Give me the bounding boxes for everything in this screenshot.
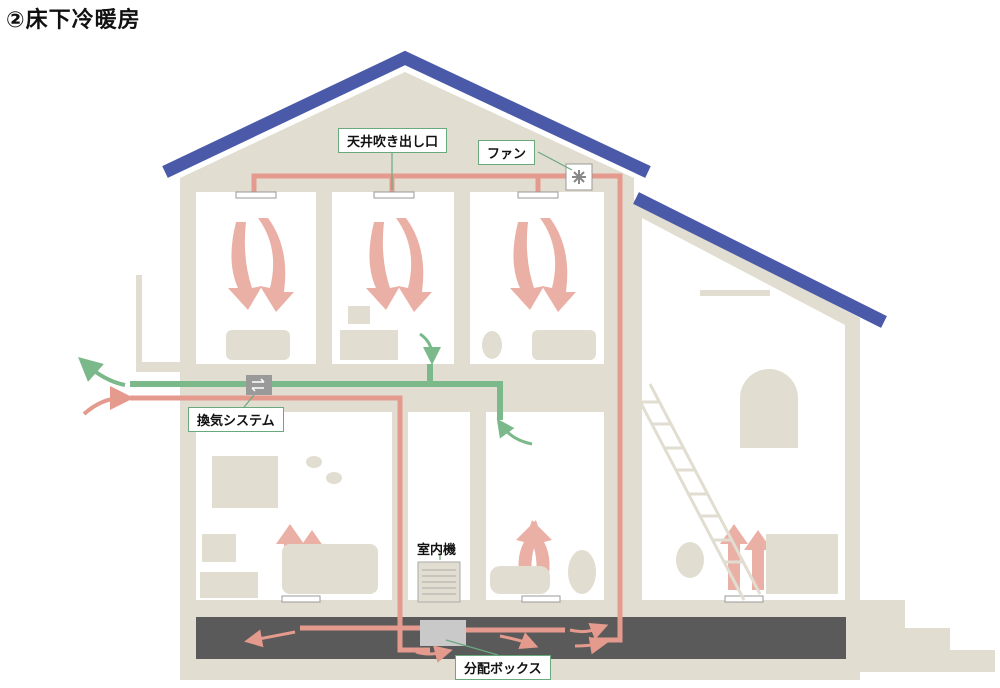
floor-outlet-2 [521,595,561,603]
annex-roof [633,192,887,328]
exhaust-arrow [78,357,126,387]
fan-label: ファン [478,140,536,165]
tv [202,534,236,562]
ceiling-outlet-1 [235,191,277,199]
monitor [348,306,370,324]
underfloor-airflow-arrows [244,622,609,663]
underfloor-plenum [196,617,846,659]
bed-right [532,330,596,360]
intake-arrow [82,386,134,416]
sofa [282,544,378,594]
lamp-2 [326,472,342,484]
downward-airflow-arrows [228,218,576,312]
dresser [766,534,838,594]
arched-window [740,369,798,448]
ceiling-outlet-2 [373,191,415,199]
ceiling-fan [700,290,770,296]
furniture-silhouettes [200,290,838,598]
indoor-unit-label: 室内機 [417,543,457,558]
tv-stand [200,572,258,598]
plant [676,542,704,578]
staircase [632,383,762,601]
warm-duct-attic [251,173,623,643]
ceiling-outlet-label: 天井吹き出し口 [338,128,448,153]
distribution-box-icon [420,620,466,646]
return-arrow-2f [419,332,441,365]
ventilation-unit-icon [246,375,272,395]
ceiling-outlet-3 [517,191,559,199]
toilet [568,550,596,594]
cat [482,331,502,359]
distribution-box-label: 分配ボックス [455,655,551,680]
diagram-title: ②床下冷暖房 [6,8,141,33]
lamp-1 [306,456,322,468]
main-roof [162,50,651,178]
balcony-rail [136,275,142,363]
bed-left [226,330,290,360]
desk [340,330,398,360]
balcony-floor [136,362,196,372]
floor-outlet-1 [281,595,321,603]
ventilation-system-label: 換気システム [188,407,284,432]
outdoor-steps [860,600,995,672]
supply-duct-main [130,395,430,653]
window [212,456,278,508]
return-arrow-1f [496,418,533,446]
bathtub [490,566,550,594]
